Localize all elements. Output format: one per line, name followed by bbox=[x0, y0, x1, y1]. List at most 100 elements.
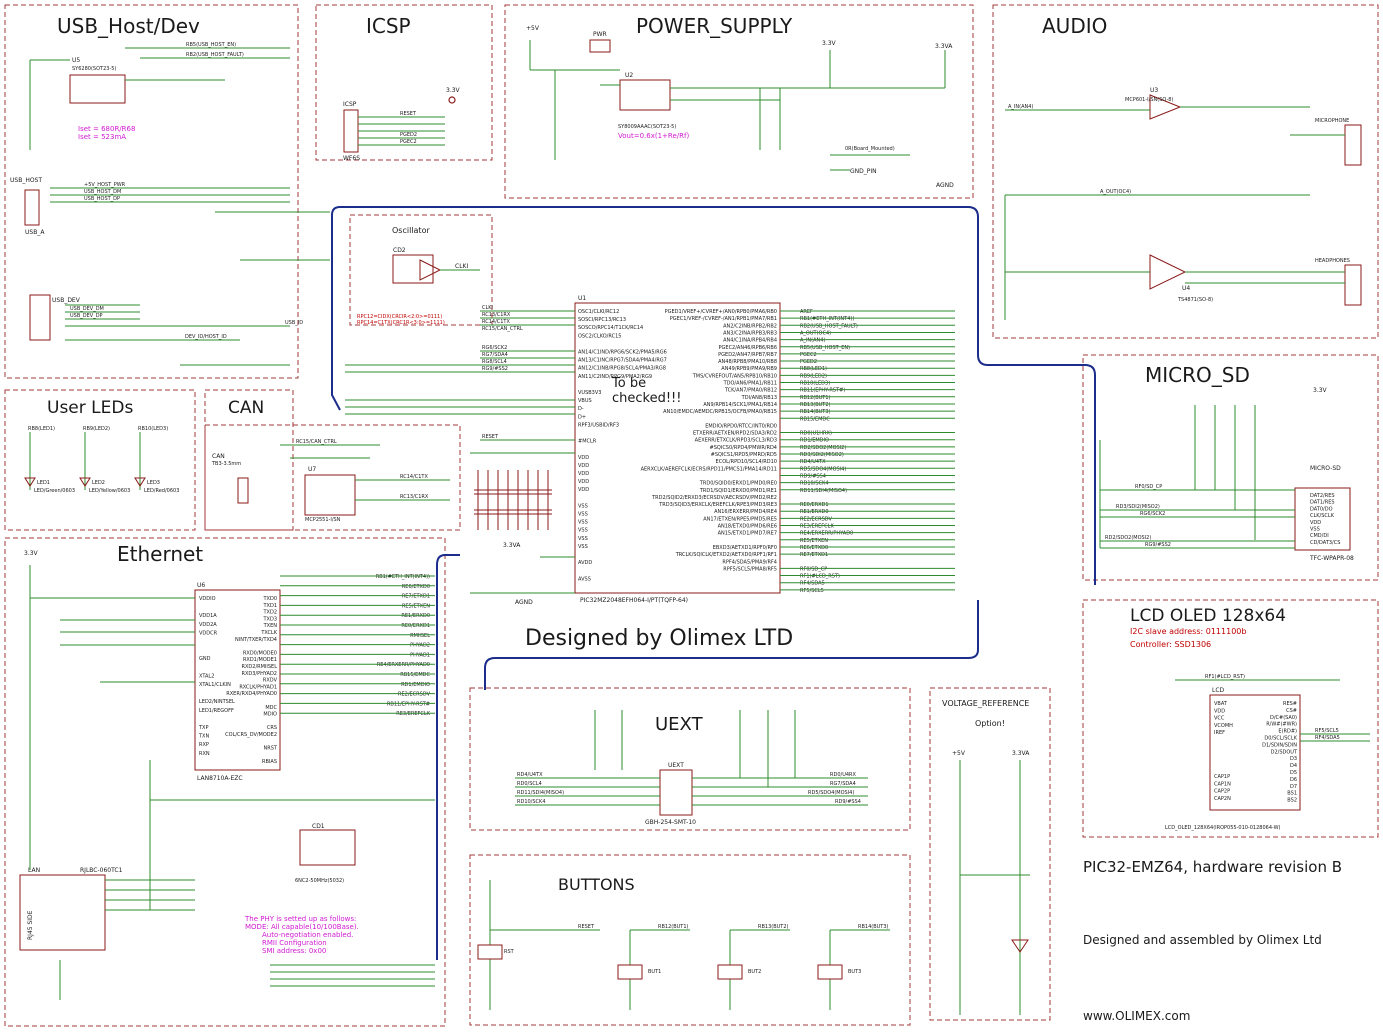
vref-sr1-diode bbox=[1011, 939, 1029, 953]
button-but1[interactable] bbox=[617, 964, 643, 980]
can-connector[interactable] bbox=[237, 477, 249, 504]
revision-label: PIC32-EMZ64, hardware revision B bbox=[1083, 858, 1342, 876]
website-link[interactable]: www.OLIMEX.com bbox=[1083, 1009, 1190, 1023]
vref-5v: +5V bbox=[952, 750, 966, 757]
mcu-nets-pin: RD10/SCK4 bbox=[800, 481, 829, 487]
mcu-left-pin: OSC2/CLKO/RC15 bbox=[578, 333, 621, 339]
eth-nets-pin: PHYAD2 bbox=[410, 643, 430, 649]
oscillator-block-frame bbox=[349, 214, 493, 326]
uext-net-r1: RD0/U4RX bbox=[830, 772, 857, 778]
eth-nets-pin: RE0/ERXD1 bbox=[401, 623, 430, 629]
eth-wiring bbox=[29, 565, 435, 1000]
power-block-frame bbox=[504, 4, 974, 199]
lcd-left-pin: CAP2N bbox=[1214, 796, 1231, 802]
phy-right-pin: COL/CRS_DV/MODE2 bbox=[225, 732, 277, 738]
button-rst[interactable] bbox=[477, 944, 503, 960]
mcu-net-c1rx: RC13/C1RX bbox=[482, 312, 511, 318]
phy-left-pin: VDD1A bbox=[199, 613, 217, 619]
mcu-net-clki: CLKI bbox=[482, 305, 493, 311]
mcu-nets-pin: RD11/SDI4(MISO4) bbox=[800, 488, 847, 494]
uext-wiring bbox=[515, 710, 868, 806]
eth-nets-pin: RE7/ETXD1 bbox=[402, 594, 430, 600]
mcu-right-pin: #SQICS1/RPD5/PMRD/RD5 bbox=[711, 452, 777, 458]
phy-right-pin: MDC bbox=[265, 705, 277, 711]
mcu-right-pin: TCK/AN7/PMA0/RB12 bbox=[724, 388, 777, 394]
lcd-right-pin: D7 bbox=[1290, 784, 1297, 790]
button-but2[interactable] bbox=[717, 964, 743, 980]
usb-dev-connector[interactable] bbox=[29, 294, 51, 341]
phy-right-pin: RXER/RXD4/PHYAD0 bbox=[226, 691, 277, 697]
eth-nets-pin: RE6/ETXD0 bbox=[402, 584, 430, 590]
can-u7-body bbox=[304, 474, 356, 516]
sd-pins-pin: DAT1/RES bbox=[1310, 500, 1335, 506]
icsp-connector[interactable] bbox=[343, 109, 359, 153]
can-title: CAN bbox=[228, 398, 264, 418]
audio-headphones-label: HEADPHONES bbox=[1315, 258, 1350, 264]
lcd-name: LCD_OLED_128X64(IROP055-010-0128064-W) bbox=[1165, 825, 1281, 831]
mcu-nets-pin: RB11(EPHY-RST#) bbox=[800, 388, 845, 394]
audio-microphone-label: MICROPHONE bbox=[1315, 118, 1349, 124]
icsp-wiring bbox=[358, 116, 445, 146]
power-5v: +5V bbox=[526, 25, 540, 32]
power-pwr-jumper[interactable] bbox=[589, 39, 611, 53]
mcu-nets-pin: RD9/#SS4 bbox=[800, 473, 826, 479]
mcu-right-pin: EMDIO/RPD0/RTCC/INT0/RD0 bbox=[705, 423, 777, 429]
power-wiring bbox=[529, 40, 946, 171]
eth-nets-pin: RE3/EREFCLK bbox=[396, 711, 430, 717]
can-u7-ref: U7 bbox=[308, 466, 316, 473]
mcu-right-pin: PGED1/VREF+/CVREF+/AN0/RPB0/PMA6/RB0 bbox=[665, 309, 777, 315]
mcu-nets-pin: RF4/SDA5 bbox=[800, 581, 825, 587]
mcu-right-pin: AN18/ETXD0/PMD6/RE6 bbox=[718, 524, 777, 530]
can-u7-name: MCP2551-I/SN bbox=[305, 517, 341, 523]
usb-iset-note2: Iset = 523mA bbox=[78, 133, 126, 141]
vref-3v3a: 3.3VA bbox=[1012, 750, 1030, 757]
mcu-right-pins: PGED1/VREF+/CVREF+/AN0/RPB0/PMA6/RB0PGEC… bbox=[641, 309, 777, 572]
osc-note1: RPC12=CIDX(CRCIR<2:0>=0111) bbox=[357, 314, 442, 320]
oscillator-title: Oscillator bbox=[392, 226, 430, 235]
mcu-nets-pin: A_OUT(OC4) bbox=[800, 330, 831, 336]
mcu-name: PIC32MZ2048EFH064-I/PT(TQFP-64) bbox=[580, 597, 688, 604]
eth-u6-ref: U6 bbox=[197, 582, 205, 589]
audio-u3-opamp bbox=[1149, 94, 1182, 120]
eth-rj45-jack[interactable] bbox=[19, 874, 106, 951]
mcu-nets-pin: RE6/ETXD0 bbox=[800, 545, 828, 551]
can-net-ctrl: RC15/CAN_CTRL bbox=[296, 439, 337, 445]
mcu-left-pin: VSS bbox=[578, 536, 588, 542]
uext-net-l1: RD4/U4TX bbox=[517, 772, 543, 778]
phy-left-pin: RXP bbox=[199, 742, 209, 748]
can-net-c1tx: RC14/C1TX bbox=[400, 474, 428, 480]
led1-type: LED/Green/0603 bbox=[34, 488, 75, 494]
uext-block-frame bbox=[469, 687, 911, 831]
button-but3[interactable] bbox=[817, 964, 843, 980]
mcu-net-sck2: RG6/SCK2 bbox=[482, 345, 507, 351]
mcu-nets-pin: RD5/SDO4(MOSI4) bbox=[800, 466, 846, 472]
mcu-nets-pin: RB12(BUT1) bbox=[800, 395, 831, 401]
mcu-right-pin: ECOL/RPD10/SCL4/RD10 bbox=[716, 459, 777, 465]
osc-buffer-symbol bbox=[419, 259, 442, 281]
buttons-title: BUTTONS bbox=[558, 875, 635, 894]
phy-left-pin: RXN bbox=[199, 751, 210, 757]
led1-symbol bbox=[24, 477, 36, 487]
uext-connector[interactable] bbox=[659, 769, 693, 816]
usb-host-connector[interactable] bbox=[24, 189, 40, 226]
mcu-ref: U1 bbox=[578, 295, 586, 302]
usb-a-label: USB_A bbox=[25, 229, 45, 236]
led3-net: RB10(LED3) bbox=[138, 426, 168, 432]
eth-lan-name: RJLBC-060TC1 bbox=[80, 867, 123, 874]
phy-left-pin: LED1/REGOFF bbox=[199, 708, 234, 714]
mcu-nets-pin: RD2/SDO2(MOSI2) bbox=[800, 445, 846, 451]
mcu-left-pin: VSS bbox=[578, 544, 588, 550]
audio-microphone-jack[interactable] bbox=[1344, 124, 1362, 166]
lcd-right-pin: D2/SDOUT bbox=[1271, 749, 1298, 755]
phy-right-pin: MDIO bbox=[263, 712, 277, 718]
usb-net-id: USB_ID bbox=[285, 320, 303, 326]
mcu-left-pin: AVDD bbox=[578, 560, 592, 566]
audio-headphones-jack[interactable] bbox=[1344, 264, 1362, 306]
buttons-block-frame bbox=[469, 854, 911, 1026]
power-agnd: AGND bbox=[936, 182, 954, 189]
mcu-right-pin: #SQICS0/RPD4/PMWR/RD4 bbox=[710, 445, 777, 451]
mcu-left-pin: VSS bbox=[578, 512, 588, 518]
mcu-right-pin: TMS/CVREFOUT/AN5/RPB10/RB10 bbox=[692, 373, 777, 379]
mcu-nets-pin: RE3/EREFCLK bbox=[800, 524, 834, 530]
microsd-socket-body[interactable] bbox=[1294, 487, 1351, 551]
